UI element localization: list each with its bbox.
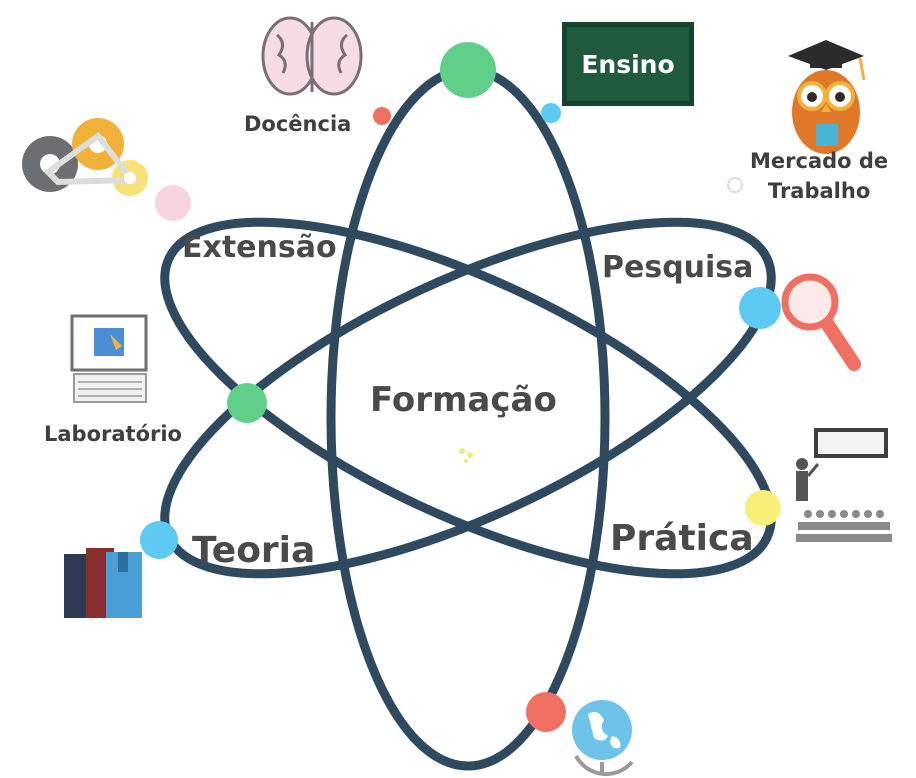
node-left-green [227,383,267,423]
gears-icon [22,118,148,196]
label-mercado-line1: Mercado de [750,149,889,173]
node-mercado-white [727,177,743,193]
owl-graduate-icon [788,40,866,154]
node-pratica-yellow [745,490,781,526]
label-ensino: Ensino [581,49,675,79]
label-laboratorio: Laboratório [44,422,182,446]
orbit-label-pesquisa: Pesquisa [602,250,754,285]
label-docencia: Docência [244,112,352,136]
lecture-audience-icon [796,428,892,542]
chalkboard-icon: Ensino [562,22,694,106]
books-icon [64,548,142,618]
brain-icon [261,16,363,96]
center-label-formacao: Formação [370,380,557,420]
computer-icon [70,314,148,403]
node-ensino-blue [541,103,561,123]
label-mercado-line2: Trabalho [767,179,871,203]
magnifier-icon [781,273,861,371]
node-teoria-blue [140,521,178,559]
node-bottom-red [526,692,566,732]
node-pesquisa-blue [739,287,781,329]
orbit-label-teoria: Teoria [192,530,316,571]
orbit-label-extensao: Extensão [182,230,337,265]
label-mercado-de-trabalho: Mercado de Trabalho [750,146,888,206]
node-docencia-red [373,107,391,125]
globe-icon [572,700,634,777]
orbit-diagonal-a [160,217,776,579]
node-pink [155,185,191,221]
node-top-green [440,42,496,98]
nucleus-sparkle [459,448,473,463]
orbit-label-pratica: Prática [610,518,754,559]
